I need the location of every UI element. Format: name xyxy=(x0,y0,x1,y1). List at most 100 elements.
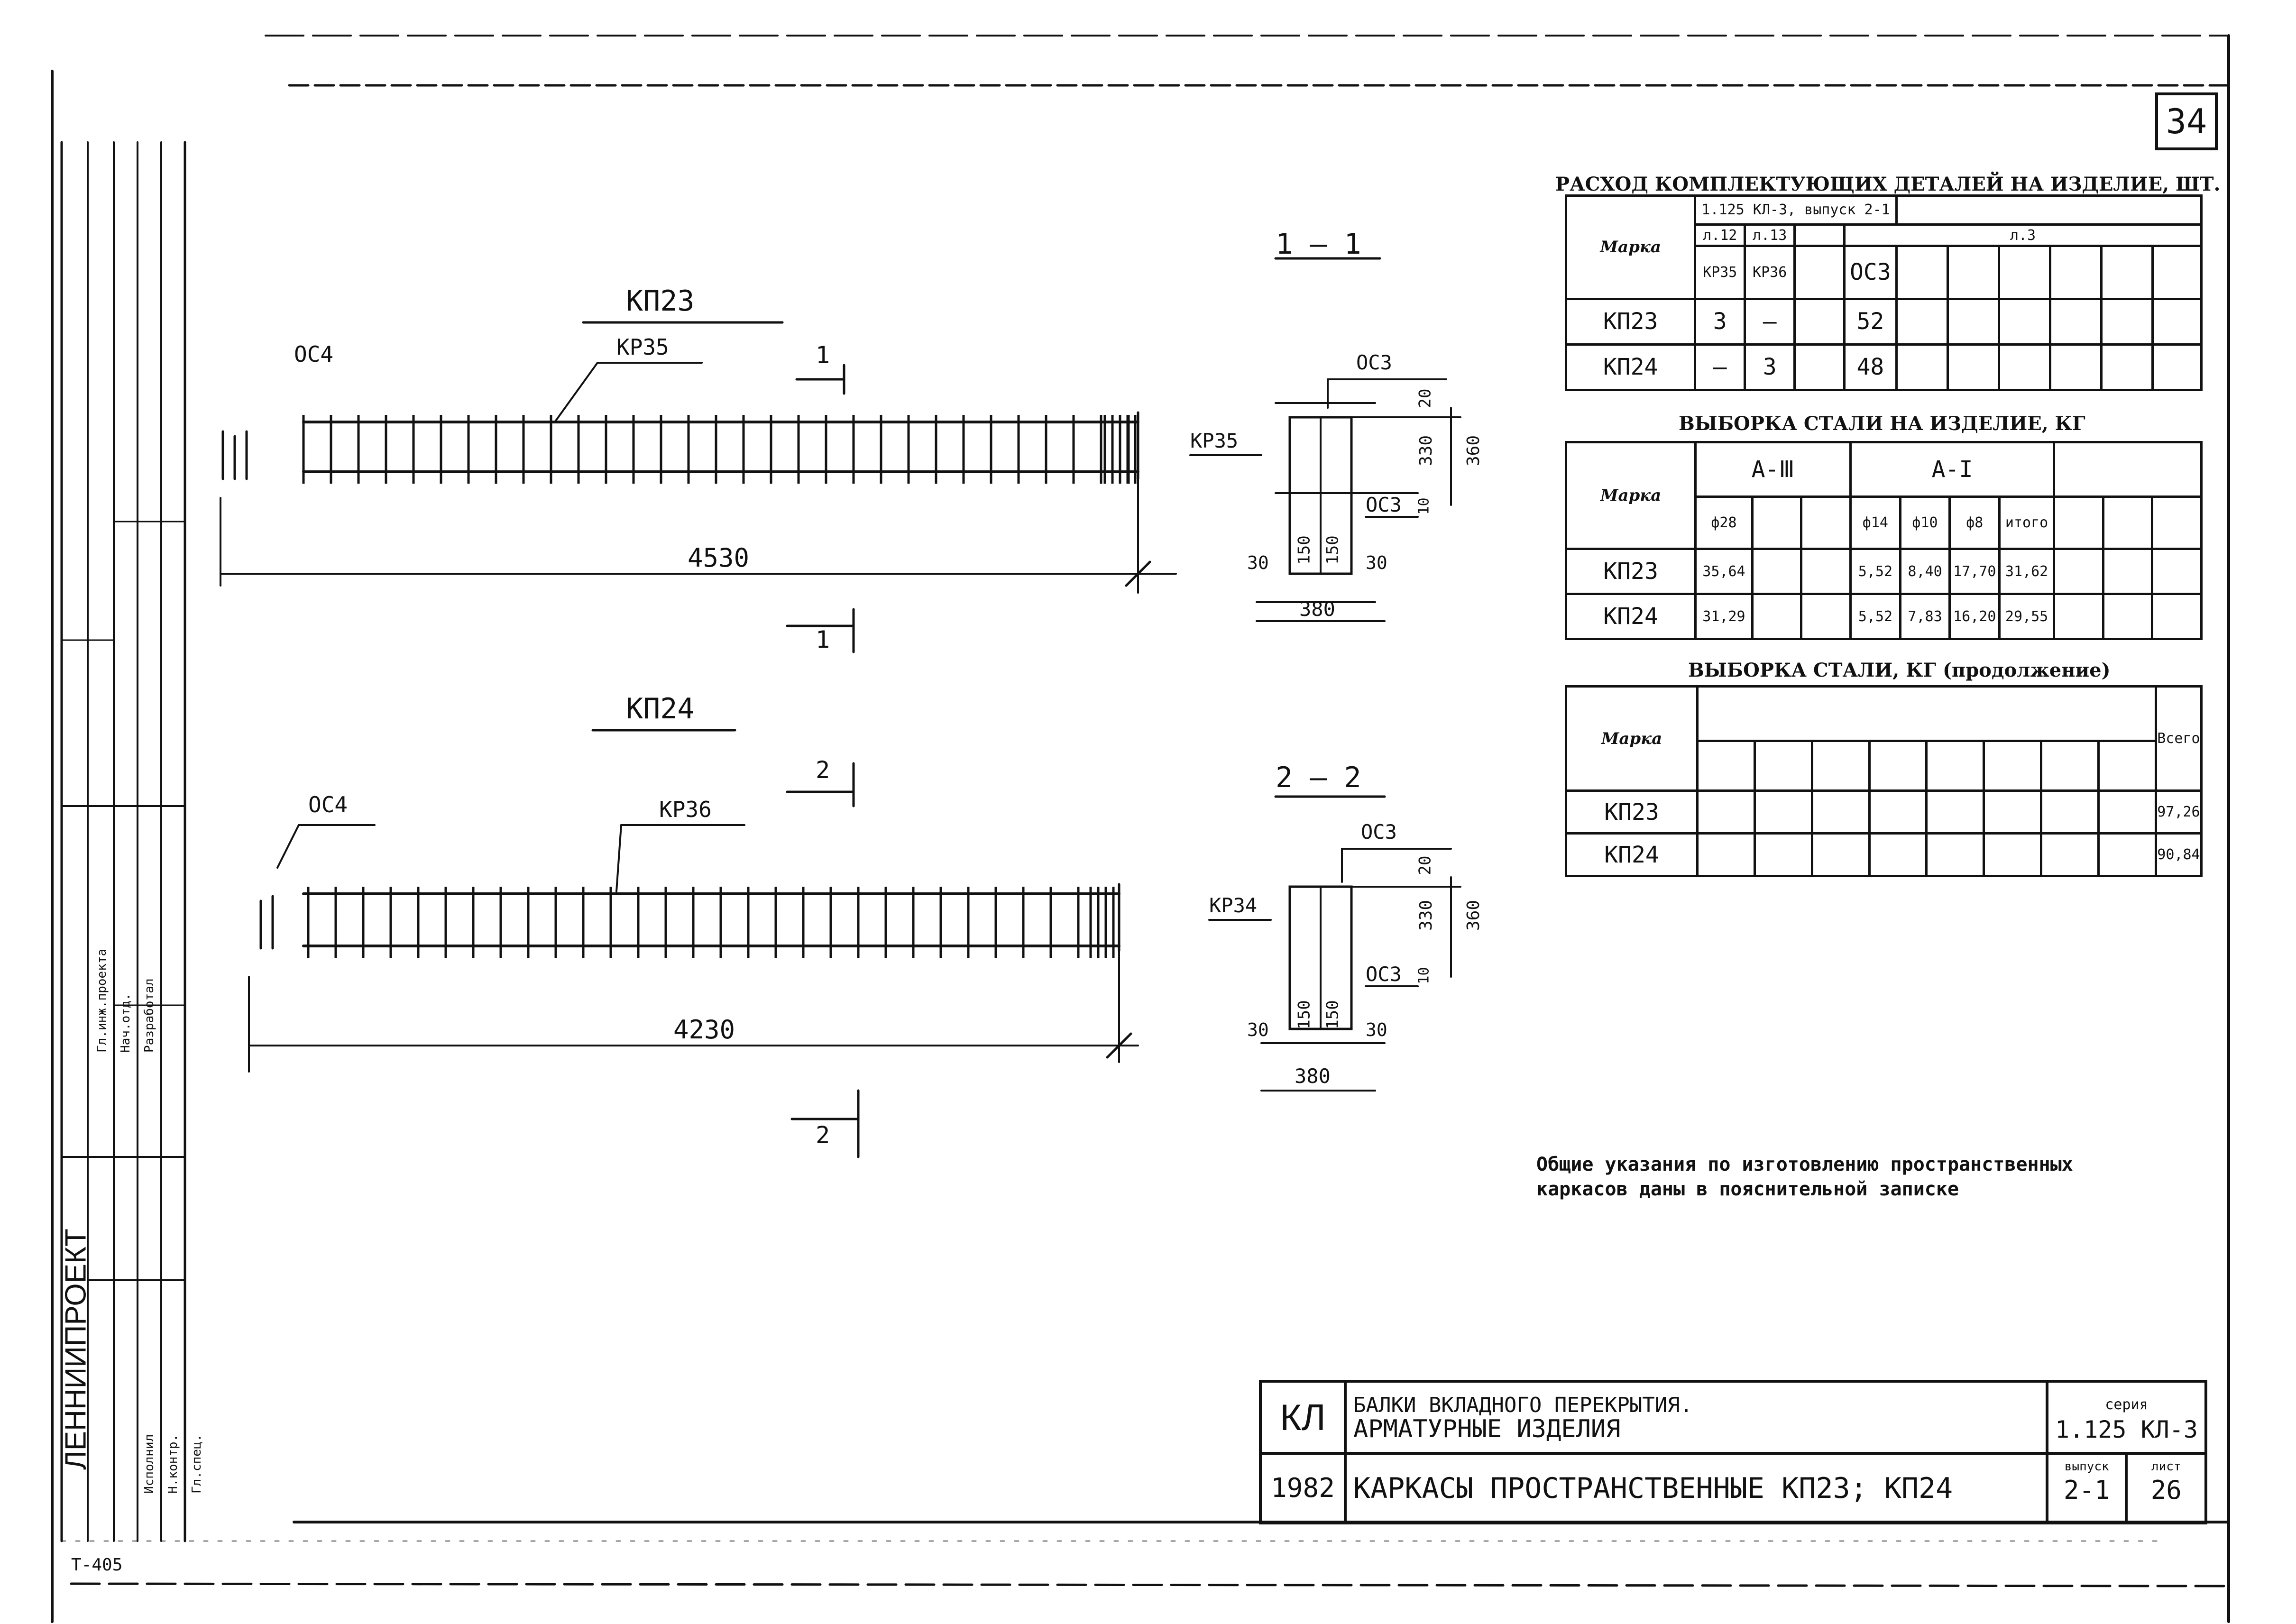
section-1-bottom-bar: ОС3 xyxy=(1366,493,1402,516)
table2-group-blank xyxy=(2052,441,2203,498)
table1-col: ОС3 xyxy=(1843,245,1898,300)
table1-cell xyxy=(2151,297,2203,346)
section-2-dim-inner-h: 330 xyxy=(1416,899,1436,931)
table3-cell xyxy=(1696,832,1756,877)
table1-cell xyxy=(1793,343,1846,392)
table2-col-blank xyxy=(2102,495,2154,550)
table3-col-blank xyxy=(1868,740,1928,792)
table2-col-blank xyxy=(2052,495,2104,550)
title-block-issue-label: выпуск xyxy=(2064,1459,2109,1474)
table1-row-marka: КП23 xyxy=(1564,297,1697,346)
table2-col: ф8 xyxy=(1948,495,2001,550)
table1-cell: 52 xyxy=(1843,297,1898,346)
table2-col: итого xyxy=(1998,495,2055,550)
table1-cell xyxy=(1793,297,1846,346)
sheet-number-box: 34 xyxy=(2155,92,2218,150)
kp23-section-mark-top: 1 xyxy=(816,341,830,369)
kp23-bar-label: ОС4 xyxy=(294,341,334,367)
table3-header-marka: Марка xyxy=(1565,685,1699,792)
table3-cell xyxy=(2097,832,2157,877)
section-1-dim-top: 20 xyxy=(1415,388,1435,408)
table1-sub-a: л.12 xyxy=(1694,223,1746,248)
table1-cell: 3 xyxy=(1694,297,1746,346)
table2-group-a3: А-Ⅲ xyxy=(1694,441,1852,498)
side-stamp-row: Нач.отд. xyxy=(119,993,133,1053)
table1-header-group: 1.125 КЛ-3, выпуск 2-1 xyxy=(1694,194,1898,226)
kp23-length: 4530 xyxy=(688,543,750,573)
table3-header-total: Всего xyxy=(2154,685,2203,792)
table3-col-blank xyxy=(1983,740,2043,792)
table2-cell: 5,52 xyxy=(1849,548,1901,595)
title-block-heading: БАЛКИ ВКЛАДНОГО ПЕРЕКРЫТИЯ. АРМАТУРНЫЕ И… xyxy=(1344,1379,2048,1455)
steel-table: Марка А-Ⅲ А-I ф28 ф14 ф10 ф8 итого КП23 … xyxy=(1564,441,2203,640)
table1-cell xyxy=(2100,343,2154,392)
section-2-title: 2 — 2 xyxy=(1276,761,1361,794)
table3-col-blank xyxy=(1925,740,1985,792)
table3-header-blank xyxy=(1696,685,2157,742)
title-block-sheet: лист 26 xyxy=(2128,1455,2204,1522)
side-stamp-rows: Гл.инж.проекта Нач.отд. Разработал xyxy=(90,806,185,1157)
table2-cell xyxy=(1751,548,1803,595)
section-1-dim-w4: 30 xyxy=(1366,552,1387,573)
table2-row-marka: КП23 xyxy=(1564,548,1697,595)
section-1-dim-w2: 150 xyxy=(1295,535,1314,565)
table2-col-blank xyxy=(1800,495,1852,550)
table2-cell xyxy=(2151,548,2203,595)
general-note-line2: каркасов даны в пояснительной записке xyxy=(1536,1178,1959,1200)
table2-cell xyxy=(2102,548,2154,595)
kp23-section-mark-bottom: 1 xyxy=(816,626,830,653)
table1-cell: 3 xyxy=(1744,343,1796,392)
section-2-bottom-bar: ОС3 xyxy=(1366,963,1402,986)
table1-sub-blank xyxy=(1793,223,1846,248)
table2-cell xyxy=(1751,593,1803,640)
table2-col: ф14 xyxy=(1849,495,1901,550)
table2-cell xyxy=(2052,593,2104,640)
table1-cell xyxy=(2048,297,2103,346)
section-2-top-bar: ОС3 xyxy=(1361,820,1397,844)
table1-cell xyxy=(2048,343,2103,392)
table1-col-blank xyxy=(1946,245,2000,300)
section-2-dim-bottom: 10 xyxy=(1415,967,1433,984)
corner-note: Т-405 xyxy=(71,1555,123,1575)
table2-cell xyxy=(1800,548,1852,595)
table1-cell xyxy=(1946,297,2000,346)
table2-cell: 35,64 xyxy=(1694,548,1754,595)
side-stamp: ЛЕННИИПРОЕКТ xyxy=(60,1157,92,1541)
section-2-dim-w1: 30 xyxy=(1247,1019,1269,1040)
steel-table-continued: Марка Всего КП23 97,26 КП24 90,84 xyxy=(1565,685,2203,877)
table2-col-blank xyxy=(2151,495,2203,550)
table3-title: ВЫБОРКА СТАЛИ, КГ (продолжение) xyxy=(1688,659,2111,681)
table1-cell: 48 xyxy=(1843,343,1898,392)
table2-col: ф10 xyxy=(1899,495,1951,550)
table2-cell: 8,40 xyxy=(1899,548,1951,595)
table1-cell: — xyxy=(1744,297,1796,346)
title-block-line3: КАРКАСЫ ПРОСТРАНСТВЕННЫЕ КП23; КП24 xyxy=(1344,1452,2048,1524)
table3-cell xyxy=(2097,789,2157,835)
table3-row-marka: КП23 xyxy=(1565,789,1699,835)
kp24-length: 4230 xyxy=(673,1015,735,1045)
table1-title: РАСХОД КОМПЛЕКТУЮЩИХ ДЕТАЛЕЙ НА ИЗДЕЛИЕ,… xyxy=(1555,173,2221,195)
table2-cell xyxy=(1800,593,1852,640)
section-1-title: 1 — 1 xyxy=(1276,228,1361,261)
title-block-line2: АРМАТУРНЫЕ ИЗДЕЛИЯ xyxy=(1353,1415,1621,1444)
section-1-dim-w3: 150 xyxy=(1323,535,1342,565)
table3-row-marka: КП24 xyxy=(1565,832,1699,877)
table3-cell xyxy=(2040,789,2100,835)
table3-cell xyxy=(1753,832,1813,877)
title-block-sheet-value: 26 xyxy=(2150,1475,2182,1505)
table1-col: КР35 xyxy=(1694,245,1746,300)
section-2-dim-total-h: 360 xyxy=(1464,899,1484,931)
general-note-line1: Общие указания по изготовлению пространс… xyxy=(1536,1154,2073,1175)
table1-sub-b: л.13 xyxy=(1744,223,1796,248)
table1-cell: — xyxy=(1694,343,1746,392)
table3-cell xyxy=(1696,789,1756,835)
table1-cell xyxy=(2100,297,2154,346)
table3-cell xyxy=(1810,832,1871,877)
general-note: Общие указания по изготовлению пространс… xyxy=(1536,1152,2073,1202)
table3-cell xyxy=(1753,789,1813,835)
section-1-top-bar: ОС3 xyxy=(1356,351,1392,374)
section-1-dim-total-w: 380 xyxy=(1299,597,1335,621)
table3-cell xyxy=(1868,789,1928,835)
table2-cell: 31,62 xyxy=(1998,548,2055,595)
